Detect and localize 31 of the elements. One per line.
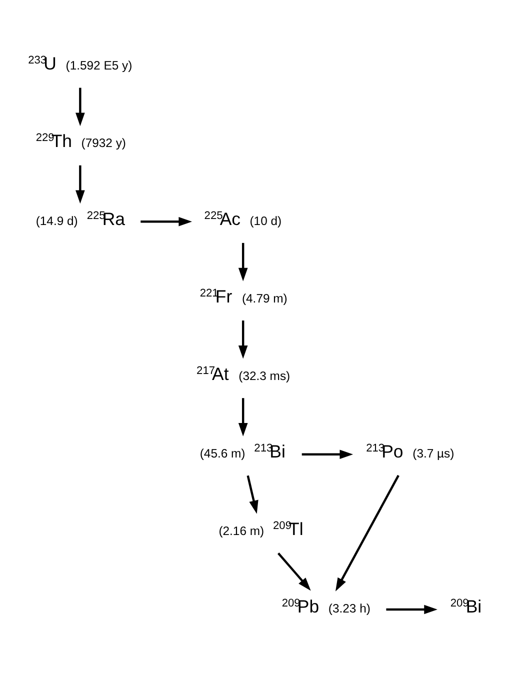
node-label: (3.23 h) xyxy=(328,601,370,616)
arrow xyxy=(76,87,85,126)
arrow xyxy=(238,242,248,281)
node-text: $^{213}$Po xyxy=(366,440,404,461)
node-text: $^{225}$Ra xyxy=(86,208,125,228)
node-label: (10 d) xyxy=(250,213,282,228)
arrow xyxy=(278,552,311,590)
node-text: $^{225}$Ac xyxy=(204,208,240,228)
node-label: (7932 y) xyxy=(81,136,126,150)
node-label: (4.79 m) xyxy=(242,290,288,305)
node-text: $^{217}$At xyxy=(196,363,229,384)
arrow xyxy=(238,320,248,358)
node-label: (3.7 µs) xyxy=(412,446,454,460)
arrow xyxy=(246,474,258,514)
arrow xyxy=(140,216,192,226)
node-text: $^{209}$Bi xyxy=(450,596,482,616)
arrow xyxy=(238,398,248,436)
node-label: (32.3 ms) xyxy=(238,368,290,382)
arrow xyxy=(302,449,354,459)
node-text: $^{209}$Tl xyxy=(273,518,304,539)
node-label: (2.16 m) xyxy=(218,524,264,538)
node-text: $^{209}$Pb xyxy=(282,596,320,616)
node-text: $^{229}$Th xyxy=(36,130,72,151)
arrow xyxy=(335,474,400,591)
node-text: $^{213}$Bi xyxy=(254,440,286,461)
node-label: (14.9 d) xyxy=(36,213,78,228)
arrow xyxy=(76,164,85,204)
arrow xyxy=(386,604,438,614)
node-label: (1.592 E5 y) xyxy=(66,58,132,72)
node-label: (45.6 m) xyxy=(200,446,246,460)
node-text: $^{221}$Fr xyxy=(200,286,232,306)
